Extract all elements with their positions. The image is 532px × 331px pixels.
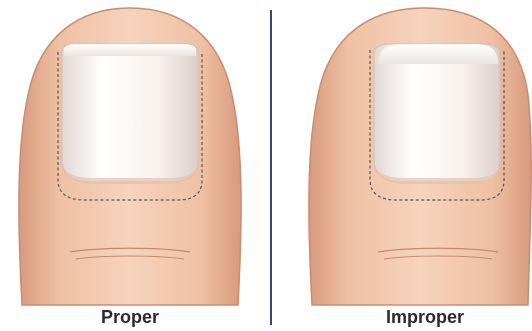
nail-free-edge-rounded <box>378 44 498 64</box>
caption-proper: Proper <box>60 305 200 329</box>
proper-toe-illustration <box>19 8 241 305</box>
caption-improper: Improper <box>350 305 500 329</box>
toenail <box>374 44 500 182</box>
improper-toe-illustration <box>309 8 531 305</box>
nail-free-edge <box>64 44 196 56</box>
toenail <box>62 44 198 182</box>
